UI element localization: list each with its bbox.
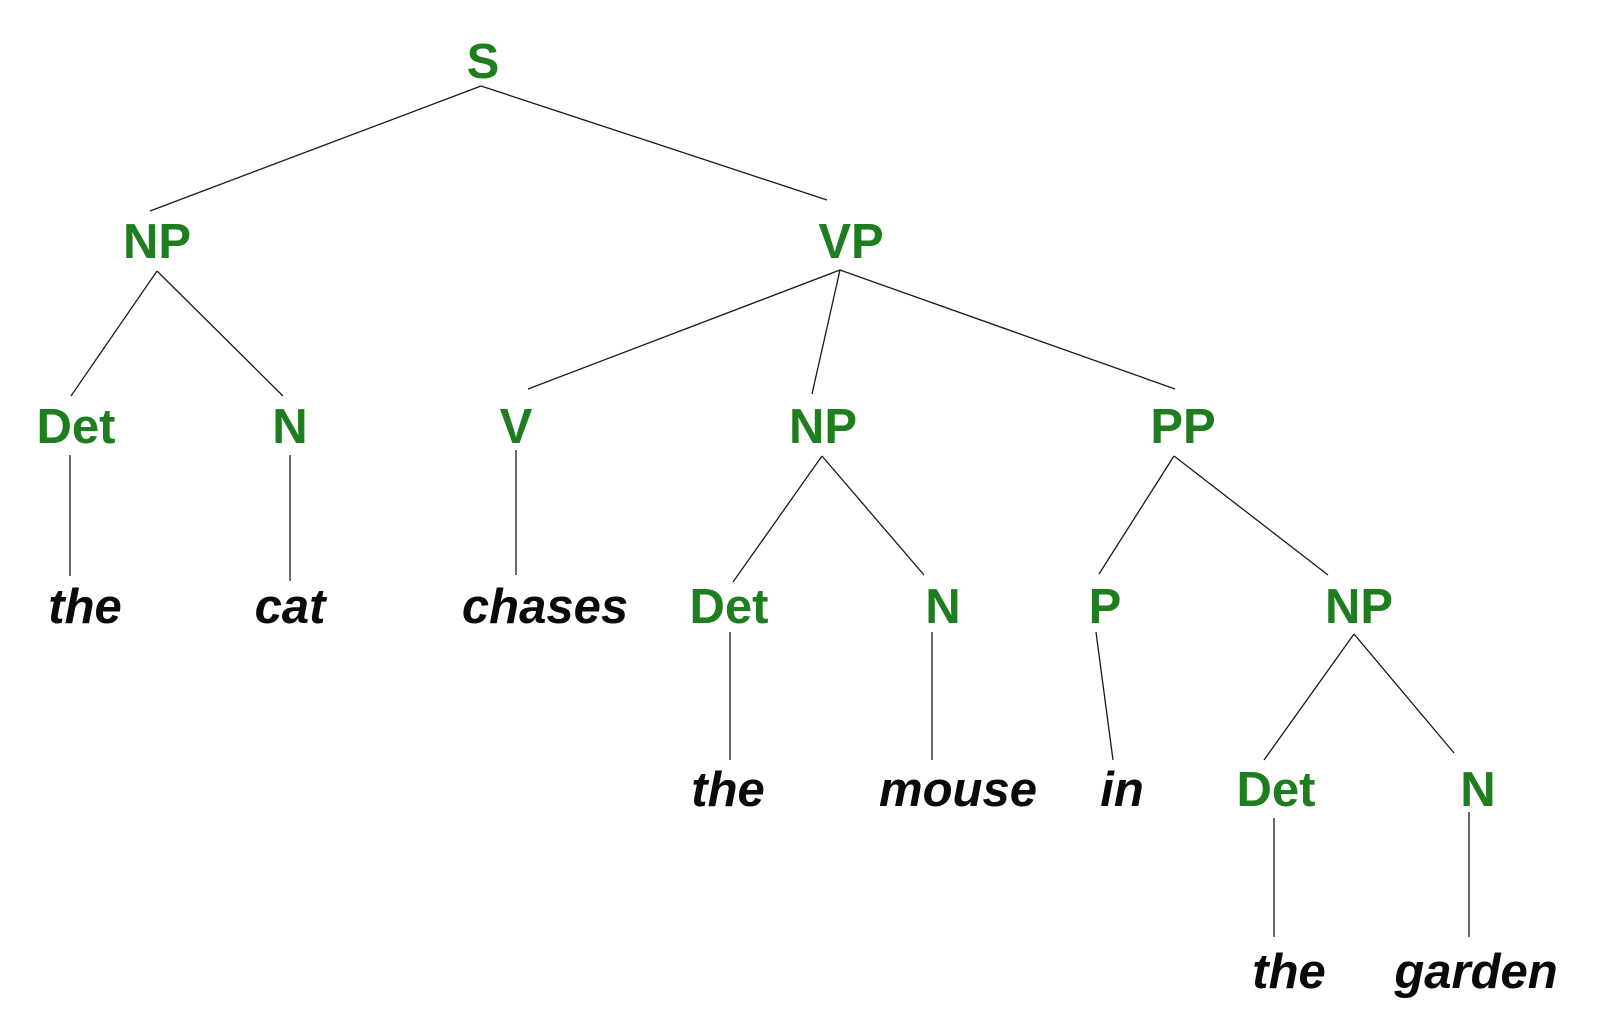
word-node-w-garden: garden [1393,945,1557,999]
edge-pp-to-np3 [1173,455,1329,576]
category-node-pp: PP [1150,400,1215,454]
category-node-s: S [467,35,500,89]
edge-np1-to-det1 [70,270,158,397]
category-node-det1: Det [37,400,116,454]
edge-np2-to-det2 [732,455,823,583]
category-node-np2: NP [789,400,857,454]
word-node-w-chases: chases [462,580,628,634]
category-node-np3: NP [1325,580,1393,634]
edge-s-to-np1 [149,85,482,212]
word-node-w-mouse: mouse [879,763,1037,817]
category-node-np1: NP [123,215,191,269]
word-node-w-the3: the [1252,945,1326,999]
edge-vp-to-pp [839,269,1176,390]
word-node-w-the1: the [48,580,122,634]
category-node-vp: VP [818,215,883,269]
category-node-v: V [500,400,533,454]
edge-np3-to-det3 [1263,633,1355,761]
word-node-w-cat: cat [255,580,328,634]
edge-np1-to-n1 [156,270,284,397]
word-node-w-the2: the [691,763,765,817]
edge-s-to-vp [480,85,828,201]
category-node-n3: N [1460,763,1495,817]
edge-p-to-w-in [1095,631,1114,761]
tree-edges [69,85,1470,937]
edge-np2-to-n2 [821,455,925,576]
edge-pp-to-p [1098,455,1175,575]
edge-np3-to-n3 [1353,633,1455,754]
category-node-det3: Det [1237,763,1316,817]
category-node-n2: N [925,580,960,634]
edge-vp-to-v [527,269,841,390]
category-node-n1: N [272,400,307,454]
category-node-det2: Det [690,580,769,634]
edge-vp-to-np2 [811,269,841,395]
category-node-p: P [1089,580,1122,634]
word-node-w-in: in [1100,763,1144,817]
